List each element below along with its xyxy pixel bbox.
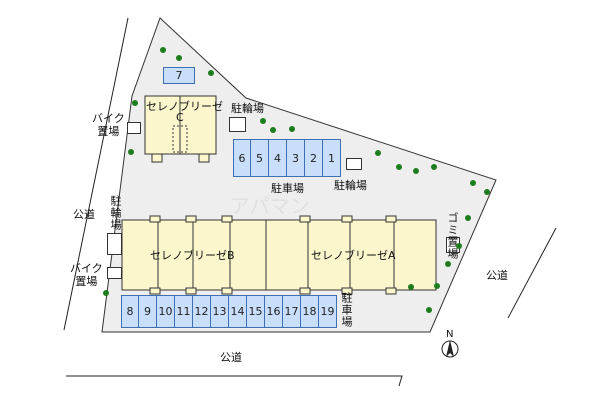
bike-parking-label-bottom-line1: バイク [70, 262, 103, 275]
bike-parking-box-bottom [107, 267, 122, 279]
bike-parking-label-top-line1: バイク [92, 112, 125, 125]
parking-space: 8 [121, 295, 139, 328]
parking-space: 11 [175, 295, 193, 328]
bicycle-parking-label-right: 駐輪場 [334, 179, 367, 192]
parking-space: 17 [283, 295, 301, 328]
parking-space: 5 [251, 139, 269, 177]
tree-icon [103, 290, 109, 296]
parking-space: 3 [287, 139, 305, 177]
building-a [265, 215, 437, 295]
parking-space: 12 [193, 295, 211, 328]
tree-icon [445, 261, 451, 267]
bike-parking-label-bottom-line2: 置場 [75, 275, 98, 288]
tree-icon [208, 70, 214, 76]
parking-space: 13 [211, 295, 229, 328]
bike-parking-label-bottom: バイク 置場 [70, 262, 103, 288]
road-line-left [63, 17, 129, 331]
tree-icon [434, 283, 440, 289]
bicycle-parking-label-top: 駐輪場 [231, 102, 264, 115]
tree-icon [260, 118, 266, 124]
tree-icon [270, 127, 276, 133]
parking-space: 15 [247, 295, 265, 328]
tree-icon [456, 243, 462, 249]
parking-space: 6 [233, 139, 251, 177]
parking-space: 7 [163, 67, 195, 84]
tree-icon [426, 307, 432, 313]
building-c-name: セレノブリーゼ [146, 100, 223, 113]
parking-space: 18 [301, 295, 319, 328]
north-label: N [446, 329, 454, 340]
parking-label-vertical: 駐車場 [340, 292, 353, 328]
tree-icon [289, 126, 295, 132]
building-b [121, 215, 271, 295]
parking-space: 4 [269, 139, 287, 177]
tree-icon [176, 55, 182, 61]
building-c-letter: C [176, 111, 184, 124]
tree-icon [465, 215, 471, 221]
garbage-label: ゴミ置場 [446, 212, 459, 260]
parking-row-lower: 8 9 10 11 12 13 14 15 16 17 18 19 [121, 295, 337, 328]
tree-icon [160, 47, 166, 53]
road-label-right: 公道 [486, 269, 508, 282]
parking-space: 14 [229, 295, 247, 328]
tree-icon [484, 189, 490, 195]
tree-icon [375, 150, 381, 156]
road-line-bottom [66, 375, 403, 387]
parking-space: 9 [139, 295, 157, 328]
parking-row-upper: 6 5 4 3 2 1 [233, 139, 341, 177]
north-arrow-icon [441, 340, 459, 358]
bicycle-parking-label-left: 駐輪場 [109, 195, 122, 231]
watermark: アパマン [230, 194, 310, 218]
tree-icon [132, 100, 138, 106]
bike-parking-label-top: バイク 置場 [92, 112, 125, 138]
tree-icon [470, 180, 476, 186]
bicycle-parking-box-top [229, 117, 246, 132]
parking-space-7: 7 [163, 67, 195, 84]
bicycle-parking-box-left [107, 233, 122, 255]
parking-space: 16 [265, 295, 283, 328]
bike-parking-label-top-line2: 置場 [97, 125, 120, 138]
parking-space: 1 [323, 139, 341, 177]
road-line-right [507, 227, 557, 319]
building-c [144, 95, 217, 163]
parking-space: 19 [319, 295, 337, 328]
bike-parking-box-top [127, 122, 141, 134]
building-b-name: セレノブリーゼB [150, 249, 235, 262]
tree-icon [396, 164, 402, 170]
tree-icon [431, 164, 437, 170]
tree-icon [413, 168, 419, 174]
road-label-left: 公道 [73, 208, 95, 221]
tree-icon [128, 149, 134, 155]
parking-space: 10 [157, 295, 175, 328]
building-a-name: セレノブリーゼA [311, 249, 396, 262]
bicycle-parking-box-right [346, 158, 362, 170]
road-label-bottom: 公道 [220, 351, 242, 364]
tree-icon [408, 284, 414, 290]
parking-space: 2 [305, 139, 323, 177]
parking-label: 駐車場 [271, 182, 304, 195]
